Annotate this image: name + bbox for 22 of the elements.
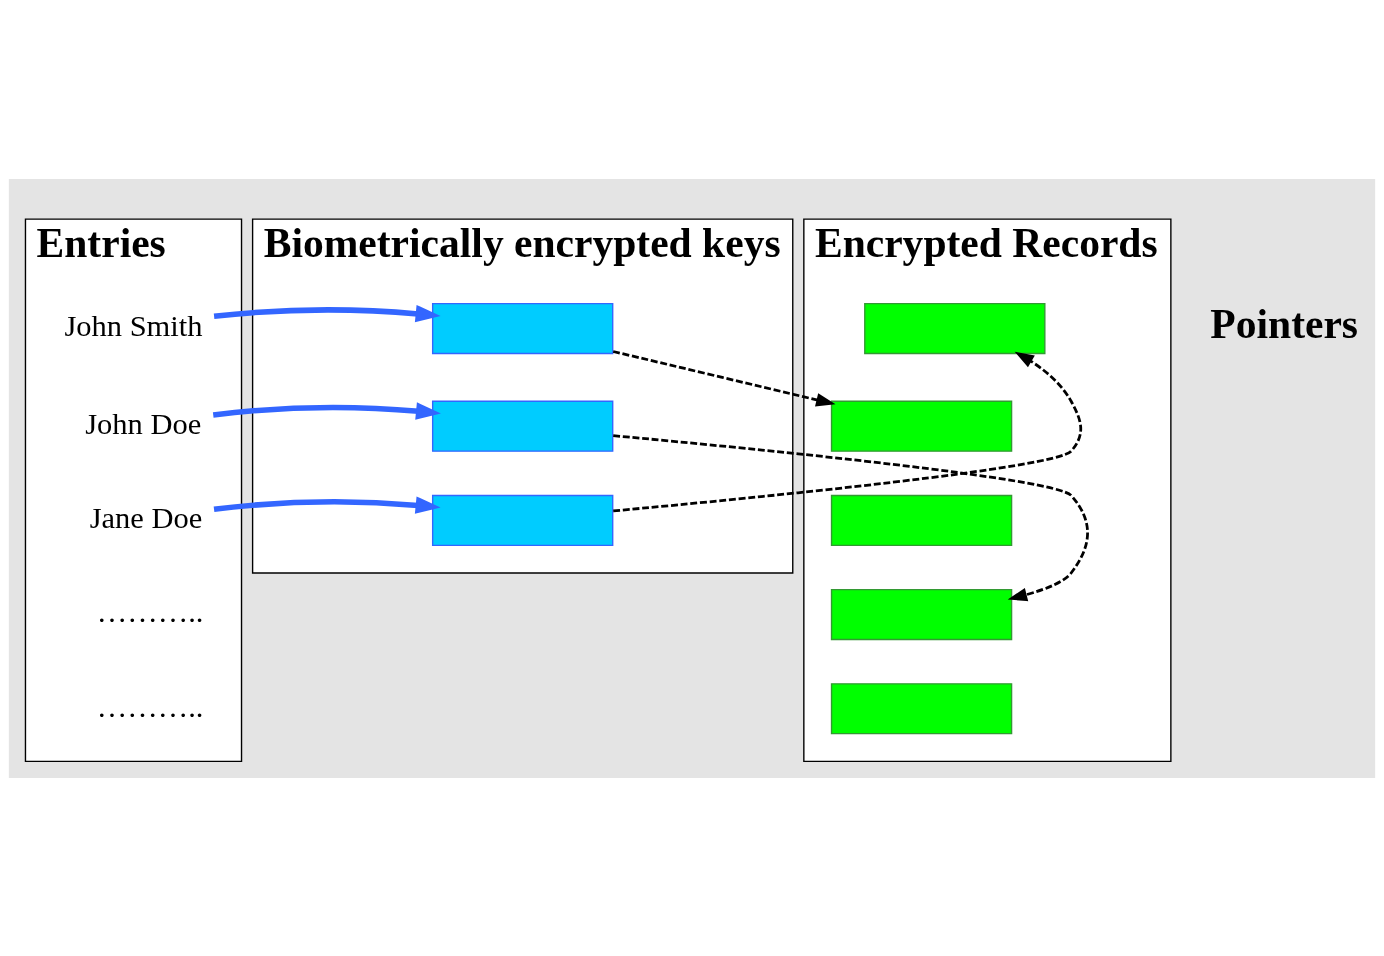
arrow bbox=[213, 304, 441, 322]
label: ……….. bbox=[96, 689, 204, 724]
cluster: Biometrically encrypted keys bbox=[251, 217, 794, 574]
node-box bbox=[431, 494, 614, 546]
arrow bbox=[212, 401, 441, 420]
node-text: Jane Doe bbox=[89, 500, 203, 535]
node-box bbox=[864, 302, 1046, 354]
label: Pointers bbox=[1210, 300, 1359, 347]
node-box bbox=[830, 400, 1013, 452]
arrow bbox=[213, 495, 441, 514]
node-box bbox=[830, 588, 1013, 640]
node-box bbox=[830, 494, 1013, 546]
node-box bbox=[431, 302, 614, 354]
arrow bbox=[613, 433, 1089, 601]
node-text: John Smith bbox=[64, 308, 203, 343]
node-text: John Doe bbox=[85, 406, 202, 441]
arrow bbox=[613, 351, 1082, 512]
cluster: Encrypted Records bbox=[803, 217, 1172, 762]
node-box bbox=[431, 400, 614, 452]
node-box bbox=[830, 682, 1013, 734]
arrow bbox=[612, 349, 836, 406]
label: ……….. bbox=[96, 594, 204, 629]
